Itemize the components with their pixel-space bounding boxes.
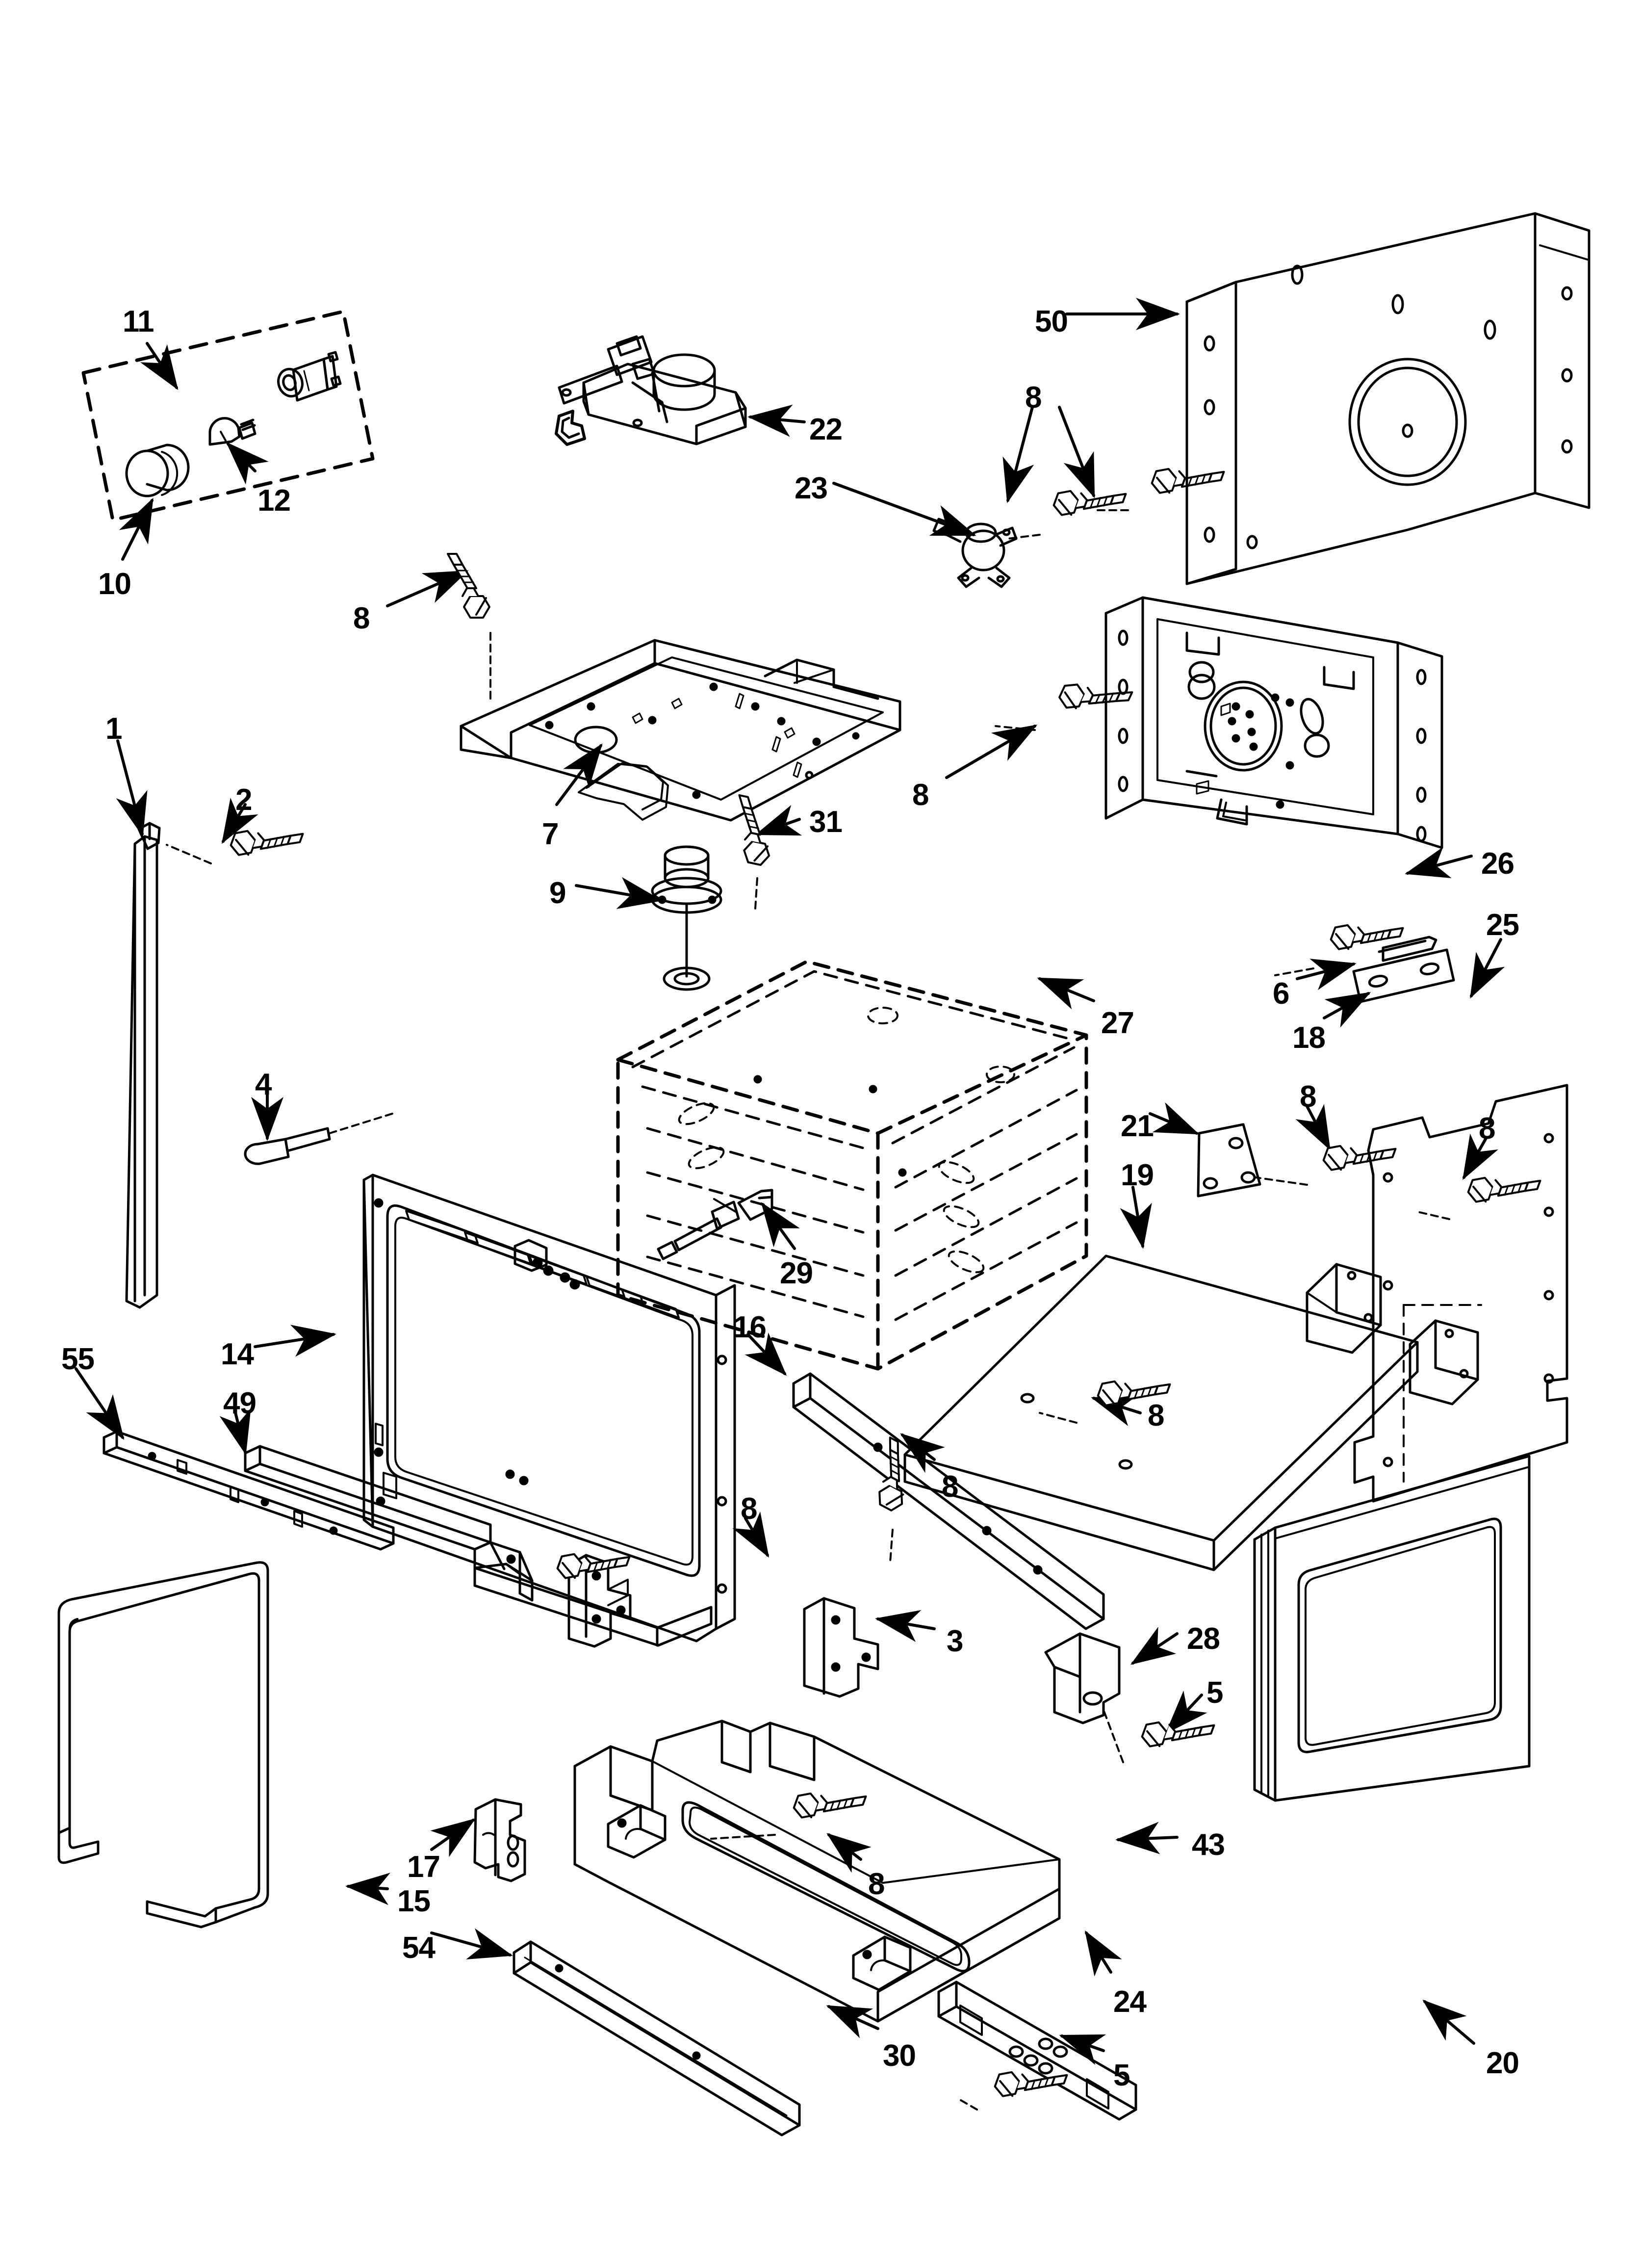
callout-21: 21 [1121, 1109, 1154, 1143]
callout-6: 6 [1273, 977, 1289, 1011]
callout-55: 55 [61, 1342, 95, 1376]
callout-8-deflector: 8 [942, 1470, 958, 1504]
callout-43: 43 [1192, 1828, 1225, 1862]
callout-49: 49 [223, 1386, 257, 1420]
callout-8-rear: 8 [912, 778, 929, 812]
callout-8-top: 8 [1025, 381, 1042, 415]
callout-2: 2 [235, 783, 252, 817]
callout-5-panel: 5 [1113, 2059, 1130, 2092]
callout-8-bracketleft: 8 [741, 1492, 757, 1526]
callout-8-bracket: 8 [1300, 1080, 1316, 1114]
callout-9: 9 [549, 876, 566, 910]
callout-11: 11 [123, 305, 154, 339]
callout-22: 22 [809, 413, 843, 446]
callout-5-latch: 5 [1206, 1676, 1223, 1710]
callout-28: 28 [1187, 1622, 1220, 1656]
callout-8-bottompanel: 8 [353, 601, 370, 635]
callout-27: 27 [1101, 1006, 1134, 1040]
callout-7: 7 [542, 817, 559, 851]
callout-15: 15 [397, 1884, 431, 1918]
callout-50: 50 [1035, 305, 1068, 339]
callout-10: 10 [98, 567, 131, 601]
callout-24: 24 [1113, 1985, 1147, 2019]
callout-25: 25 [1486, 908, 1519, 942]
callout-8-sidepanel: 8 [1479, 1112, 1495, 1146]
callout-12: 12 [257, 484, 291, 518]
callout-14: 14 [221, 1337, 254, 1371]
callout-18: 18 [1292, 1021, 1326, 1055]
callout-1: 1 [105, 712, 122, 746]
callout-54: 54 [402, 1931, 436, 1965]
callout-8-shelf: 8 [1148, 1399, 1164, 1433]
callout-19: 19 [1121, 1158, 1154, 1192]
callout-26: 26 [1481, 847, 1514, 881]
callout-3: 3 [947, 1624, 963, 1658]
callout-30: 30 [883, 2039, 916, 2073]
callout-20: 20 [1486, 2046, 1519, 2080]
callout-31: 31 [809, 805, 843, 839]
callout-29: 29 [780, 1256, 813, 1290]
callout-23: 23 [795, 471, 828, 505]
callout-4: 4 [255, 1068, 272, 1101]
callout-17: 17 [407, 1850, 440, 1884]
callout-16: 16 [733, 1310, 767, 1344]
callout-8-basepan: 8 [868, 1867, 885, 1901]
